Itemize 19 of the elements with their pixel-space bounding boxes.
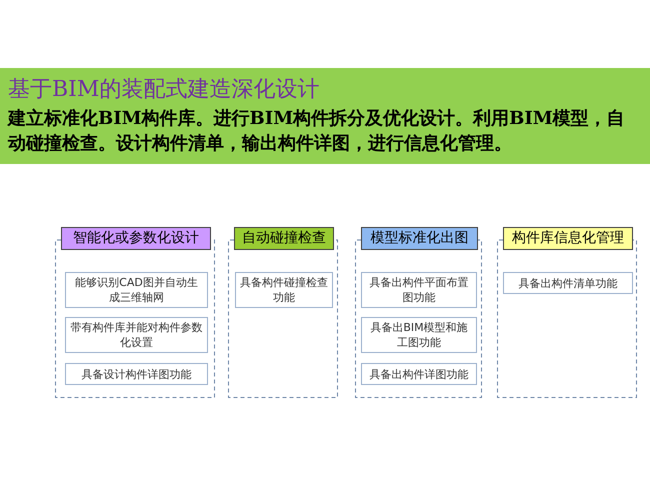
banner-description: 建立标准化BIM构件库。进行BIM构件拆分及优化设计。利用BIM模型，自动碰撞检查。设计构件清单，输出构件详图，进行信息化管理。 <box>8 107 626 156</box>
group-heading: 自动碰撞检查 <box>234 227 334 250</box>
feature-box: 具备出BIM模型和施工图功能 <box>361 317 477 353</box>
group-heading: 模型标准化出图 <box>361 227 478 250</box>
group-heading: 智能化或参数化设计 <box>61 227 211 250</box>
feature-box: 具备出构件平面布置图功能 <box>361 272 477 308</box>
feature-box: 具备出构件清单功能 <box>503 272 633 294</box>
feature-box: 具备构件碰撞检查功能 <box>235 272 333 308</box>
dashed-group-box <box>228 227 338 398</box>
group-heading: 构件库信息化管理 <box>503 227 633 250</box>
feature-box: 具备设计构件详图功能 <box>65 363 208 385</box>
feature-box: 带有构件库并能对构件参数化设置 <box>65 317 208 353</box>
banner-heading: 基于BIM的装配式建造深化设计 <box>8 76 320 103</box>
dashed-group-box <box>55 227 215 398</box>
dashed-group-box <box>497 227 637 398</box>
feature-box: 具备出构件详图功能 <box>361 363 477 385</box>
feature-box: 能够识别CAD图并自动生成三维轴网 <box>65 272 208 308</box>
banner-panel <box>0 68 650 164</box>
dashed-group-box <box>355 227 482 398</box>
